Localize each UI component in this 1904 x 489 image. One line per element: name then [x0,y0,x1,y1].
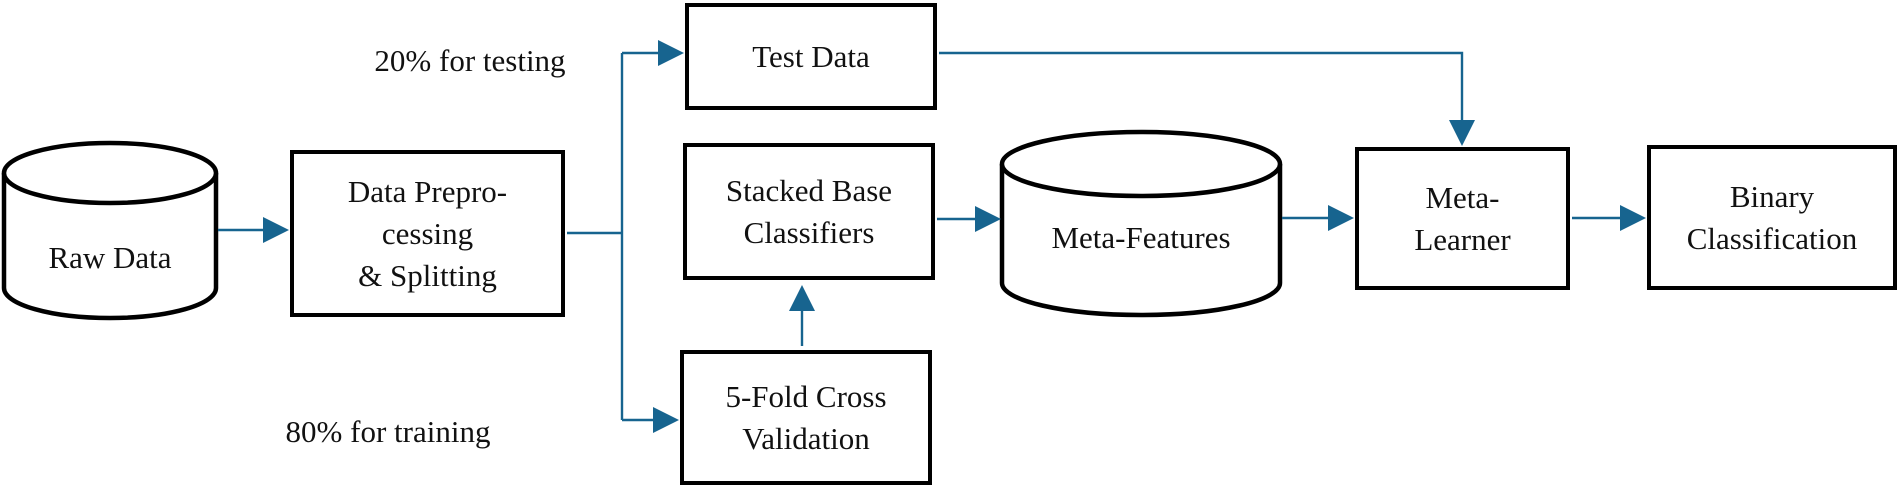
edge-label-testing-split: 20% for testing [374,43,566,78]
node-preprocessing-line-1: Data Prepro- [347,173,508,209]
raw-data-cylinder [1,140,219,321]
raw-data-cylinder-body [1,173,219,321]
node-binary-line-2: Classification [1686,220,1858,256]
node-stacked-line-1: Stacked Base [725,172,893,208]
node-cross-validation-line-1: 5-Fold Cross [725,378,887,414]
edge-split-to-cross-validation-arrowhead [653,407,679,433]
edge-split-to-test-data-arrowhead [658,40,684,66]
node-meta-features-label: Meta-Features [1051,220,1231,255]
edge-test-data-to-meta-learner-arrowhead [1449,120,1475,146]
node-binary-line-1: Binary [1729,178,1815,214]
meta-features-cylinder-top [999,129,1283,199]
meta-features-cylinder-body [999,164,1283,318]
node-raw-data-label: Raw Data [48,240,172,275]
edge-raw-to-preprocessing-arrowhead [263,217,289,243]
edge-label-training-split: 80% for training [285,414,491,449]
edge-cross-validation-to-stacked-arrowhead [789,285,815,311]
edge-meta-learner-to-binary-arrowhead [1620,205,1646,231]
edge-meta-features-to-meta-learner-arrowhead [1328,205,1354,231]
node-meta-learner-line-2: Learner [1414,221,1511,257]
edge-test-data-to-meta-learner [939,51,1464,120]
node-stacked-base-classifiers: Stacked Base Classifiers [683,143,935,280]
node-cross-validation: 5-Fold Cross Validation [680,350,932,485]
node-stacked-line-2: Classifiers [743,214,875,250]
node-test-data: Test Data [685,3,937,110]
node-cross-validation-line-2: Validation [742,420,870,456]
node-binary-classification: Binary Classification [1647,145,1897,290]
node-preprocessing-line-2: cessing [381,215,474,251]
node-preprocessing-line-3: & Splitting [358,257,497,293]
node-preprocessing: Data Prepro- cessing & Splitting [290,150,565,317]
node-meta-learner: Meta- Learner [1355,147,1570,290]
meta-features-cylinder [999,129,1283,318]
node-test-data-label: Test Data [752,38,870,74]
node-meta-learner-line-1: Meta- [1425,179,1500,215]
edge-stacked-to-meta-features-arrowhead [975,206,1001,232]
raw-data-cylinder-top [1,140,219,206]
